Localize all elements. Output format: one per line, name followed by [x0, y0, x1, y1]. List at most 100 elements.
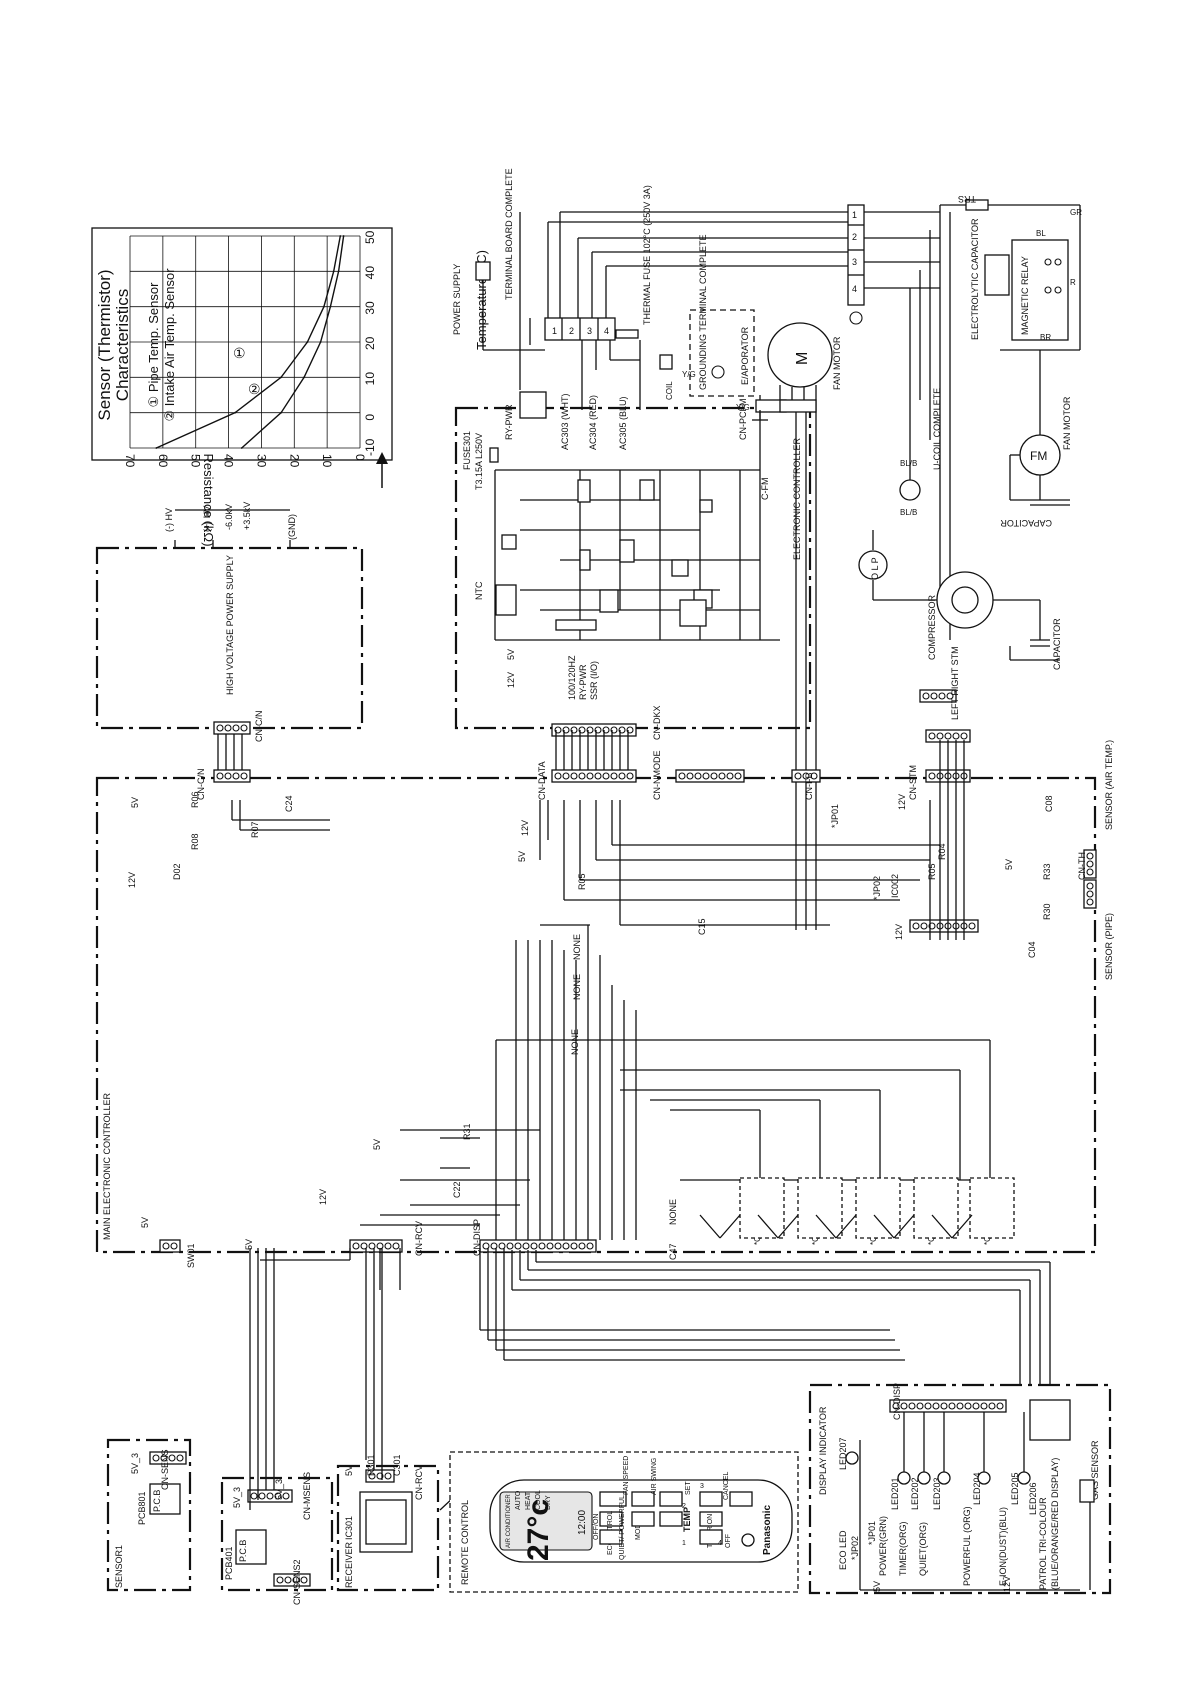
conn-cn-disp-pin: [538, 1242, 546, 1250]
v5-3-a: 5V_3: [130, 1453, 140, 1474]
conn-cn-data-pin: [562, 772, 570, 780]
conn-cn-rcv-pin: [368, 1242, 376, 1250]
sensor-pipe-label: SENSOR (PIPE): [1104, 913, 1114, 980]
conn-cn-sens-pin: [152, 1454, 160, 1462]
electrolytic-cap-label: ELECTROLYTIC CAPACITOR: [970, 218, 980, 340]
remote-control-label: REMOTE CONTROL: [460, 1500, 470, 1585]
conn-cn-disp-2-pin: [948, 1402, 956, 1410]
gas-sensor-symbol: [1079, 1479, 1095, 1503]
remote-set-button[interactable]: [699, 1529, 723, 1545]
series-point-1: [306, 341, 309, 343]
conn-ic002-pin: [968, 922, 976, 930]
remote-mode-button[interactable]: [631, 1491, 655, 1507]
fuse301-label: FUSE301: [462, 431, 472, 470]
remote-timer-on-button[interactable]: [699, 1491, 723, 1507]
ntc-label: NTC: [474, 581, 484, 600]
series-point-1: [339, 235, 342, 237]
led206-symbol: [1029, 1399, 1071, 1441]
conn-cn-disp-pin: [522, 1242, 530, 1250]
patrol-label-2: (BLUE/ORANGE/RED DISPLAY): [1050, 1458, 1060, 1590]
v12-c: 12V: [897, 794, 907, 810]
none-2: NONE: [572, 974, 582, 1000]
conn-cn-disp-2-pin: [956, 1402, 964, 1410]
conn-ic002-pin: [912, 922, 920, 930]
conn-cn-disp-pin: [482, 1242, 490, 1250]
series-point-2: [240, 447, 243, 449]
led202-label: LED202: [910, 1477, 920, 1510]
c15-label: C15: [697, 918, 707, 935]
remote-swing-label: AIR SWING: [651, 1458, 658, 1495]
svg-text:FM: FM: [1030, 449, 1047, 463]
v5-h: 5V: [344, 1465, 354, 1476]
conn-cn-disp-pin: [498, 1242, 506, 1250]
led207-symbol: [845, 1451, 859, 1465]
conn-cn-data-pin: [586, 772, 594, 780]
thermal-fuse-label: THERMAL FUSE 102°C (250V 3A): [642, 185, 652, 325]
remote-quiet-button[interactable]: [599, 1529, 623, 1545]
v5-display: 5V: [872, 1581, 882, 1592]
outdoor-components: U-COIL COMPLETE BL/B BL/B FM FAN MOTOR C…: [858, 350, 1072, 670]
chart-grid: [129, 235, 361, 449]
remote-temp-up-button[interactable]: [659, 1491, 683, 1507]
conn-cn-data-pin: [618, 772, 626, 780]
cn-disp-label: CN-DISP: [472, 1219, 482, 1256]
svg-text:BL/B: BL/B: [900, 508, 917, 517]
remote-cool: COOL: [535, 1490, 542, 1510]
conn-cn-cn-body: [213, 769, 251, 783]
remote-eco-button[interactable]: [599, 1511, 623, 1527]
capacitor-2-label: CAPACITOR: [1052, 618, 1062, 670]
ground-symbol: [711, 365, 725, 379]
conn-cn-mode-pin: [734, 772, 742, 780]
conn-cn-mode-pin: [694, 772, 702, 780]
remote-display: [499, 1491, 593, 1551]
conn-cn-cn-top-pin: [216, 724, 224, 732]
conn-cn-data: [551, 769, 637, 783]
ry-pwr-label: RY-PWR: [504, 404, 514, 440]
remote-timer-off-button[interactable]: [699, 1511, 723, 1527]
conn-cn-th-2: [1083, 879, 1097, 909]
remote-cancel-button[interactable]: [729, 1491, 753, 1507]
remote-reset-button[interactable]: [741, 1533, 755, 1547]
sensor-air-label: SENSOR (AIR TEMP.): [1104, 740, 1114, 830]
fan-motor-2-label: FAN MOTOR: [1062, 396, 1072, 450]
tb-3: 3: [587, 326, 592, 336]
tick-label-r: 30: [254, 454, 268, 468]
cn-pcfm-label: CN-PCFM: [738, 399, 748, 441]
conn-cn-disp-2-pin: [900, 1402, 908, 1410]
fan-motor-label: FAN MOTOR: [832, 336, 842, 390]
wire-br-r1: BR: [1040, 333, 1051, 342]
patrol-label: PATROL TRI-COLOUR: [1038, 1497, 1048, 1590]
remote-temp-down-button[interactable]: [659, 1511, 683, 1527]
hv-supply-label: HIGH VOLTAGE POWER SUPPLY: [225, 555, 235, 695]
conn-cn-th-pin: [1086, 860, 1094, 868]
conn-cn-mode-body: [675, 769, 745, 783]
v5-g: 5V: [506, 649, 516, 660]
display-indicator-block: DISPLAY INDICATOR ECO LED LED207 POWER(G…: [808, 1383, 1112, 1595]
power-grn-label: POWER(GRN): [878, 1516, 888, 1576]
conn-cn-data-pin: [602, 772, 610, 780]
series-point-1: [234, 411, 237, 414]
conn-cn-disp-2-pin: [980, 1402, 988, 1410]
remote-off-on-label: OFF/ON: [593, 1514, 600, 1540]
hv-6kv-label: -6.0kV: [224, 504, 234, 530]
r08-label: R08: [190, 833, 200, 850]
tick-label-r: 10: [320, 454, 334, 468]
olp-label: O L P: [870, 557, 880, 580]
remote-temp-label: TEMP: [682, 1507, 692, 1532]
sw-label: SW01: [186, 1243, 196, 1268]
remote-fan-button[interactable]: [631, 1511, 655, 1527]
led203-symbol: [937, 1471, 951, 1485]
tick-label-t: 0: [363, 414, 377, 421]
remote-dry: DRY: [545, 1495, 552, 1510]
olp-symbol: [858, 550, 888, 580]
v12-display: 12V: [1002, 1576, 1012, 1592]
svg-text:BL/B: BL/B: [900, 459, 917, 468]
conn-sw: [159, 1239, 181, 1253]
led207-label: LED207: [838, 1437, 848, 1470]
wire-r-r1: R: [1070, 278, 1076, 287]
conn-cn-data-pin: [570, 772, 578, 780]
powerful-org-label: POWERFUL (ORG): [962, 1506, 972, 1586]
sensor1-block: SENSOR1 P.C.B PCB801 5V_3: [106, 1438, 192, 1592]
remote-off-on-button[interactable]: [599, 1491, 627, 1507]
conn-cn-cn-pin: [232, 772, 240, 780]
